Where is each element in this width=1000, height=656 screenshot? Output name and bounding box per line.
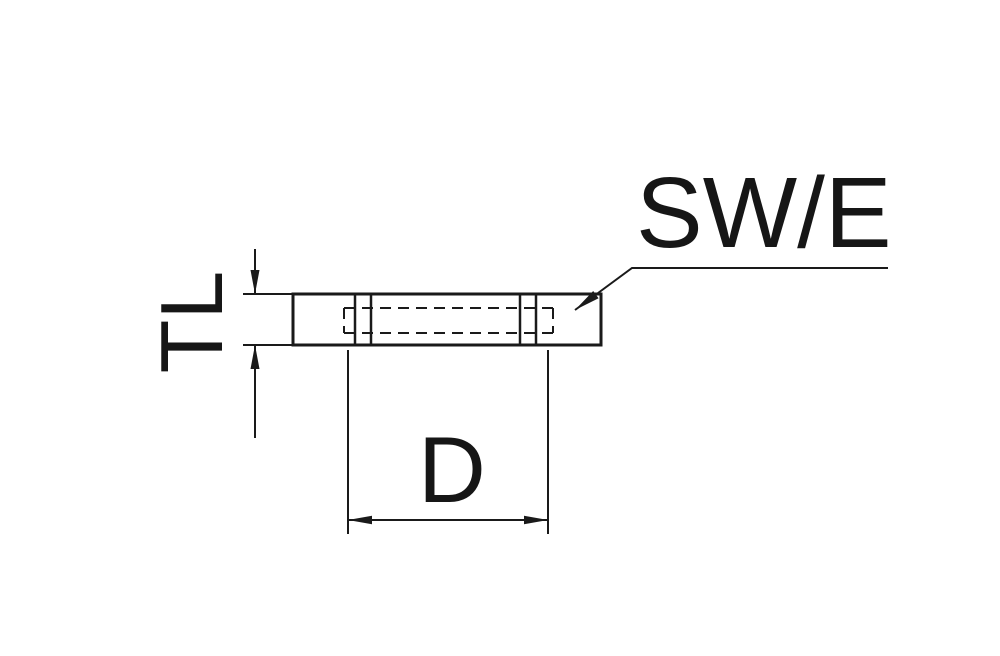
swe-leader-arrowhead (575, 291, 599, 310)
tl-dimension (243, 249, 293, 438)
part-outline (291, 292, 603, 347)
thread-hidden-lines (343, 307, 554, 334)
swe-leader (574, 267, 888, 311)
tl-label: TL (142, 271, 241, 374)
swe-label: SW/E (636, 157, 892, 269)
d-arrow-right (524, 515, 548, 525)
swe-leader-line (574, 267, 888, 311)
tl-arrow-up (250, 345, 260, 369)
d-arrow-left (348, 515, 372, 525)
tl-arrow-down (250, 270, 260, 294)
d-label: D (418, 417, 486, 522)
nut-body-outline (291, 292, 603, 347)
d-dimension (347, 350, 549, 534)
